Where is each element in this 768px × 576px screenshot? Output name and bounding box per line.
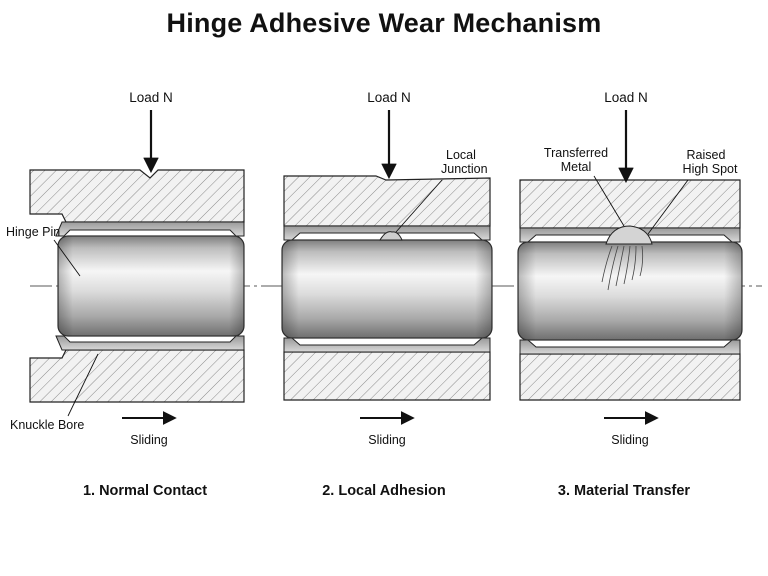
panel-normal-contact: Load N Hinge Pin Knuckle Bore Sliding 1.… — [6, 90, 245, 499]
load-label: Load N — [604, 90, 648, 105]
callout-high-spot: High Spot — [683, 162, 738, 176]
transferred-metal-lump — [605, 225, 653, 245]
callout-leader — [395, 179, 443, 233]
hinge-pin-shading — [282, 240, 492, 338]
panel-caption: 2. Local Adhesion — [322, 483, 446, 499]
panel-caption: 1. Normal Contact — [83, 483, 207, 499]
callout-leader — [67, 353, 99, 417]
hinge-pin-shading — [58, 236, 244, 336]
upper-knuckle — [283, 175, 491, 227]
callout-transferred: Transferred — [544, 146, 608, 160]
sliding-label: Sliding — [368, 433, 406, 447]
local-junction-mark — [379, 231, 403, 241]
callout-raised: Raised — [687, 148, 726, 162]
callout-hinge-pin: Hinge Pin — [6, 225, 60, 239]
callout-leader — [647, 179, 689, 235]
lower-knuckle — [283, 351, 491, 401]
panel-local-adhesion: Load N Local Junction Sliding 2. Local A… — [281, 90, 493, 499]
callout-leader — [593, 175, 625, 227]
wear-streaks — [601, 245, 644, 291]
lower-knuckle — [519, 353, 741, 401]
panel-material-transfer: Load N Transferred Metal Raised High Spo… — [517, 90, 743, 499]
diagram-title: Hinge Adhesive Wear Mechanism — [166, 8, 602, 38]
lower-bore-liner — [519, 339, 741, 355]
lower-bore-liner — [55, 335, 245, 351]
sliding-label: Sliding — [611, 433, 649, 447]
load-label: Load N — [129, 90, 173, 105]
callout-metal: Metal — [561, 160, 592, 174]
hinge-pin-shading — [518, 242, 742, 340]
callout-knuckle-bore: Knuckle Bore — [10, 418, 84, 432]
panel-caption: 3. Material Transfer — [558, 483, 691, 499]
lower-knuckle — [29, 349, 245, 403]
lower-bore-liner — [283, 337, 491, 353]
load-label: Load N — [367, 90, 411, 105]
upper-bore-liner — [55, 221, 245, 237]
sliding-label: Sliding — [130, 433, 168, 447]
upper-knuckle — [29, 169, 245, 223]
callout-local: Local — [446, 148, 476, 162]
upper-knuckle — [519, 179, 741, 229]
callout-junction: Junction — [441, 162, 488, 176]
callout-leader — [53, 239, 81, 277]
